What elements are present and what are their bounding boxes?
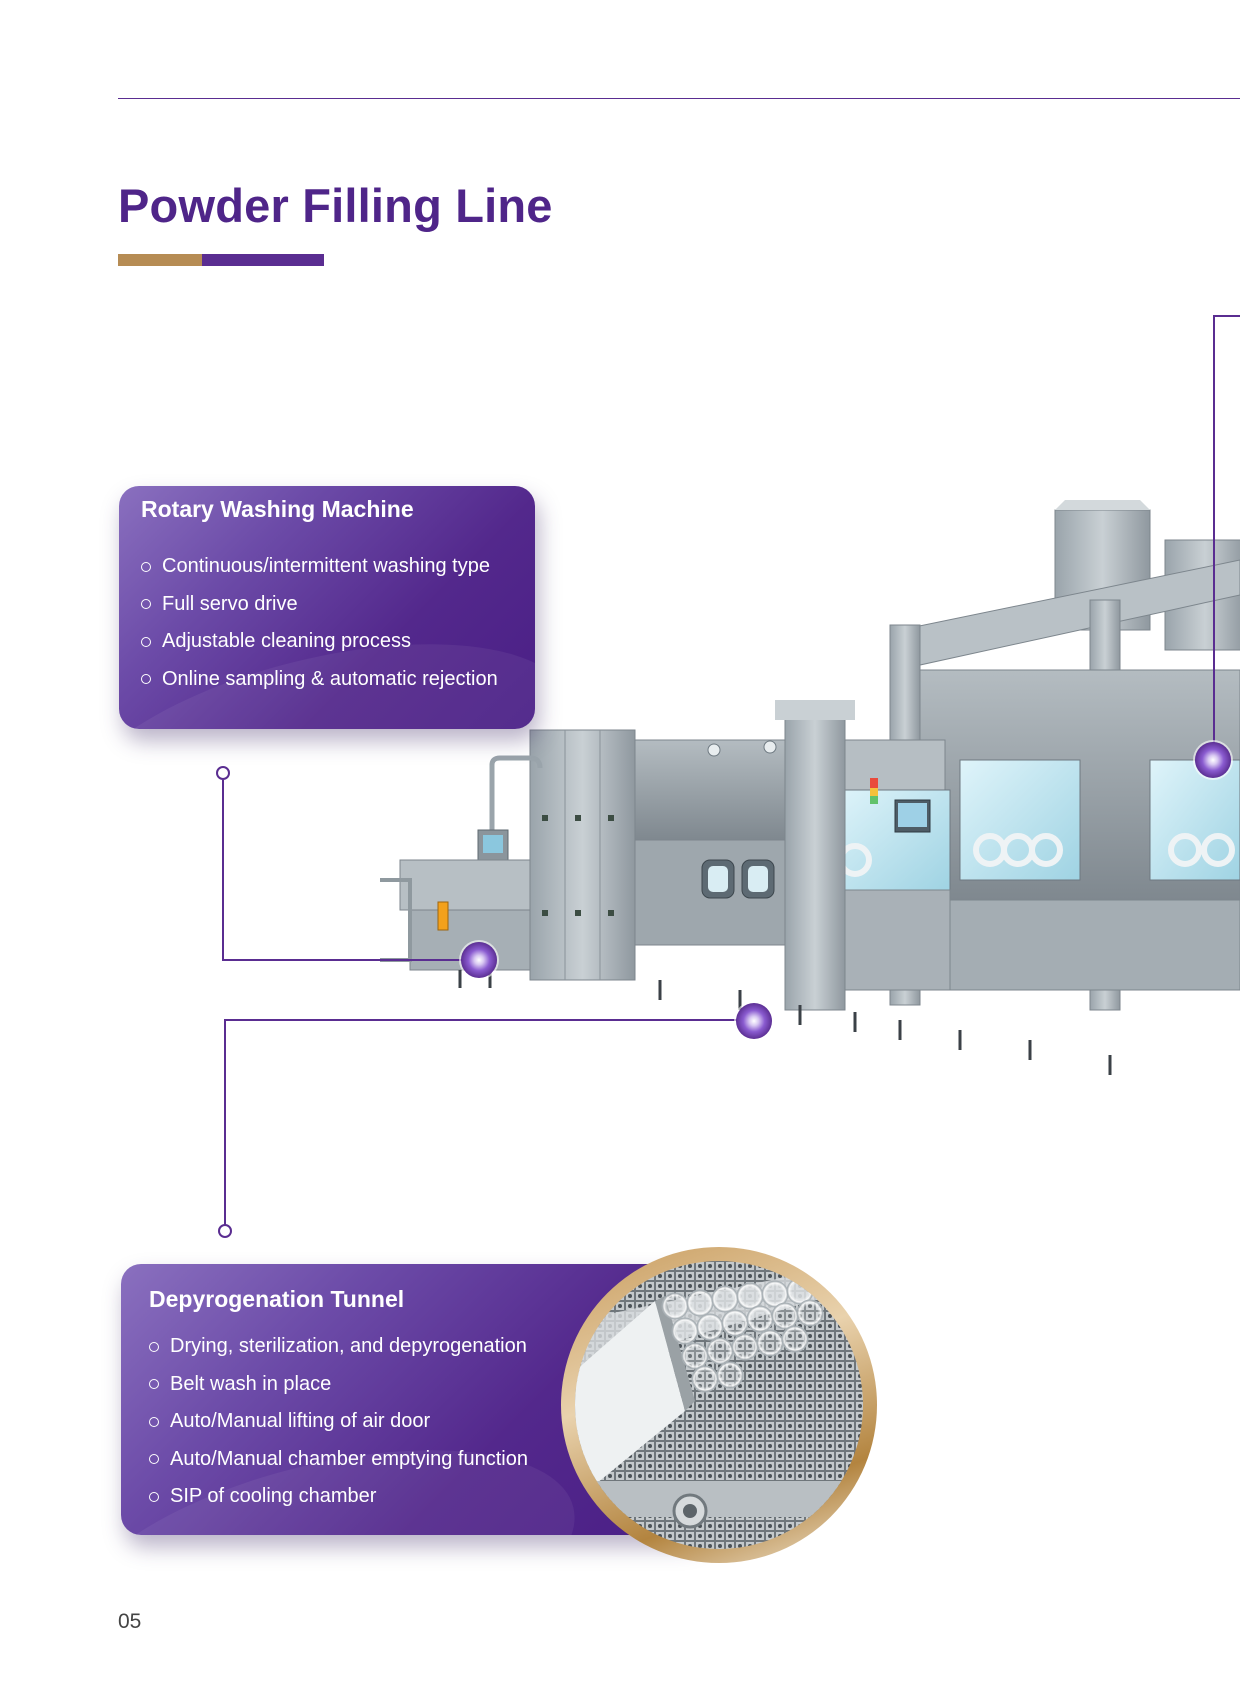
feature-text: Online sampling & automatic rejection	[162, 667, 498, 690]
list-item: Auto/Manual chamber emptying function	[149, 1441, 528, 1479]
tunnel-leader-vertical	[224, 1019, 226, 1228]
feature-text: Adjustable cleaning process	[162, 630, 412, 653]
list-item: Drying, sterilization, and depyrogenatio…	[149, 1328, 528, 1366]
feature-text: SIP of cooling chamber	[170, 1485, 377, 1508]
list-item: Adjustable cleaning process	[141, 623, 498, 661]
rotary-leader-anchor	[216, 766, 230, 780]
right-leader-vertical	[1213, 315, 1215, 760]
circle-bullet-icon	[149, 1341, 159, 1352]
circle-bullet-icon	[149, 1491, 159, 1502]
right-leader-horizontal	[1213, 315, 1240, 317]
tunnel-detail-image	[575, 1261, 863, 1549]
circle-bullet-icon	[149, 1416, 159, 1427]
page-title: Powder Filling Line	[118, 179, 553, 232]
tunnel-leader-horizontal	[224, 1019, 740, 1021]
rotary-card-title: Rotary Washing Machine	[141, 496, 414, 522]
tunnel-card-title: Depyrogenation Tunnel	[149, 1286, 405, 1312]
tunnel-leader-anchor	[218, 1224, 232, 1238]
circle-bullet-icon	[141, 561, 151, 572]
list-item: Auto/Manual lifting of air door	[149, 1403, 528, 1441]
title-underline-purple	[202, 254, 324, 266]
rotary-washing-machine-card: Rotary Washing Machine Continuous/interm…	[119, 486, 535, 729]
circle-bullet-icon	[149, 1454, 159, 1465]
feature-text: Auto/Manual lifting of air door	[170, 1410, 431, 1433]
title-underline-gold	[118, 254, 202, 266]
feature-text: Drying, sterilization, and depyrogenatio…	[170, 1335, 527, 1358]
feature-text: Continuous/intermittent washing type	[162, 555, 490, 578]
top-divider-line	[118, 98, 1240, 99]
circle-bullet-icon	[141, 674, 151, 685]
list-item: Continuous/intermittent washing type	[141, 548, 498, 586]
circle-bullet-icon	[141, 636, 151, 647]
feature-text: Auto/Manual chamber emptying function	[170, 1447, 528, 1470]
circle-bullet-icon	[141, 599, 151, 610]
rotary-washer-hotspot[interactable]	[461, 942, 497, 978]
list-item: SIP of cooling chamber	[149, 1478, 528, 1516]
list-item: Belt wash in place	[149, 1366, 528, 1404]
page-number: 05	[118, 1610, 142, 1633]
isolator-hotspot[interactable]	[1195, 742, 1231, 778]
rotary-leader-horizontal	[222, 959, 480, 961]
feature-text: Full servo drive	[162, 592, 298, 615]
rotary-leader-vertical	[222, 780, 224, 960]
rotary-feature-list: Continuous/intermittent washing type Ful…	[141, 548, 498, 698]
feature-text: Belt wash in place	[170, 1372, 332, 1395]
tunnel-feature-list: Drying, sterilization, and depyrogenatio…	[149, 1328, 528, 1516]
list-item: Online sampling & automatic rejection	[141, 661, 498, 699]
tunnel-hotspot[interactable]	[736, 1003, 772, 1039]
powder-filling-line-image	[380, 500, 1240, 1075]
list-item: Full servo drive	[141, 586, 498, 624]
circle-bullet-icon	[149, 1379, 159, 1390]
